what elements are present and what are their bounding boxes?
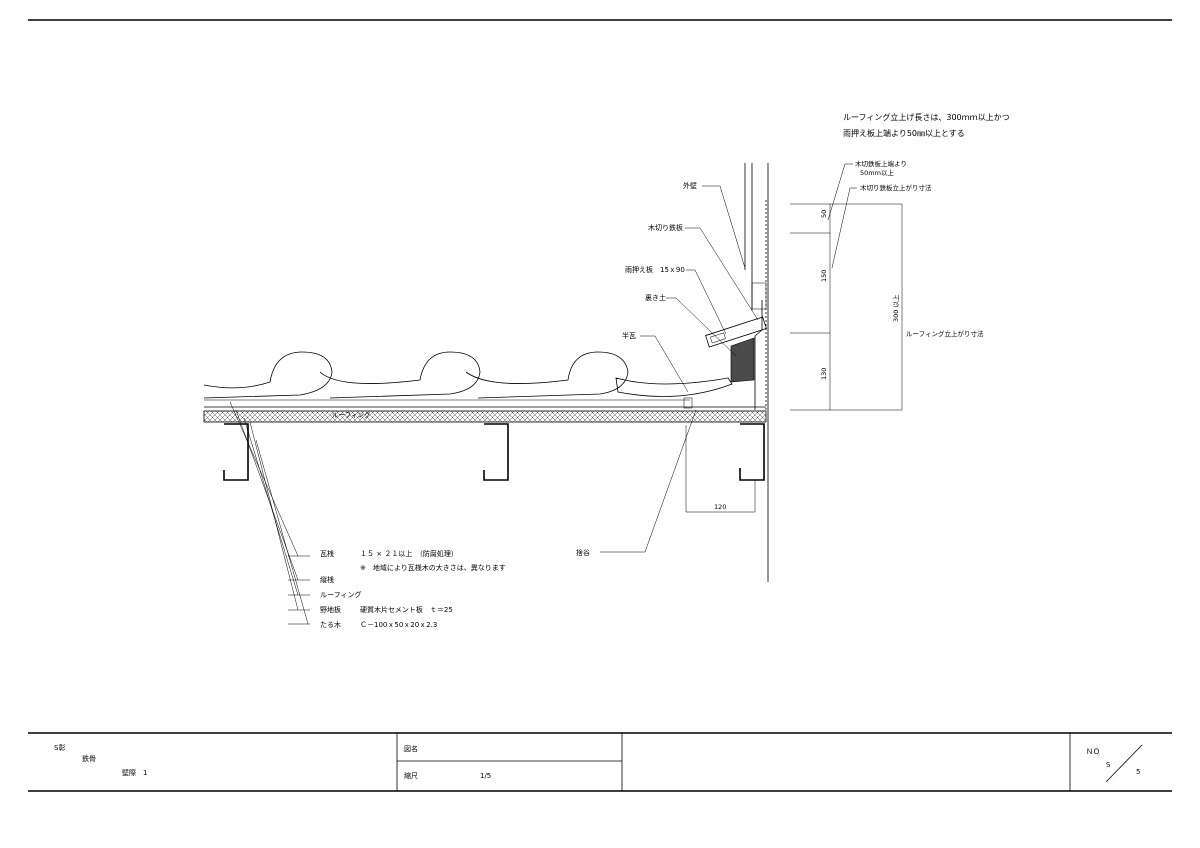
callout-nokigawara: 半瓦 [622,331,636,340]
legend-kawarasan-value: １５ × ２１以上 （防腐処理） [360,549,458,558]
company-line-1: S彰 [54,743,65,752]
no-value: 5 [1136,768,1140,776]
scale-label: 縮尺 [404,771,418,780]
roof-tile-1 [203,351,333,399]
leader-tatesan [235,409,299,581]
leader-kawarasan [229,401,299,557]
legend-roofing-label: ルーフィング [320,590,361,599]
dim-150: 150 [820,270,828,282]
leader-gaiheki [702,185,746,269]
nokigawara-half-tile [615,377,733,397]
callout-nanbando: 裏き土 [645,293,666,302]
callout-kikiri-top-1: 木切鉄板上端より [855,159,907,168]
legend-nojiita-label: 野地板 [320,605,341,614]
callout-sukidai: 捨谷 [576,548,590,557]
legend-tatesan-label: 縦桟 [320,575,334,584]
scale-value: 1/5 [480,772,491,780]
legend-note: ※ 地域により瓦桟木の大きさは、異なります [360,563,506,572]
nanbando-mortar [730,337,755,383]
note-line-2: 雨押え板上端より50㎜以上とする [843,128,965,138]
callout-gaiheki: 外壁 [683,181,697,190]
leader-kikiri-dim [831,187,857,269]
legend-kawarasan-label: 瓦桟 [320,549,334,558]
leader-kikiri [685,227,759,321]
dim-50: 50 [820,210,828,218]
dim-130: 130 [820,368,828,380]
leader-kikiri-top [827,163,853,221]
callout-kikiri-top-2: 50mm以上 [860,168,894,177]
callout-amaosae: 雨押え板 15ｘ90 [625,265,685,274]
legend-nojiita-value: 硬質木片セメント板 ｔ＝25 [360,605,453,614]
leader-amaosae [686,269,727,335]
amaosae-board [705,316,767,348]
leader-roofing [243,417,299,596]
roof-tile-3 [465,351,629,399]
no-s-label: S [1106,761,1111,769]
company-line-3: 壁際 1 [122,768,147,777]
legend-taruki-value: Ｃ－100ｘ50ｘ20ｘ2.3 [360,621,437,629]
company-line-2: 鉄骨 [82,754,96,763]
drawing-name-label: 図名 [404,744,418,753]
taruki-c-channel-3 [739,423,765,481]
leader-taruki [255,439,309,625]
leader-nanbando [666,297,737,357]
roof-tile-2 [319,351,481,399]
callout-kikiri-dim: 木切り鉄板立上がり寸法 [860,183,932,192]
callout-roofing-dim: ルーフィング立上がり寸法 [906,329,984,338]
nojiita-substrate [203,410,767,423]
no-slash-line [1105,744,1143,783]
kikiri-flashing [754,300,763,410]
dim-120: 120 [714,503,726,511]
dim-300: 300 以上 [891,294,900,322]
legend-taruki-label: たる木 [320,620,341,629]
kawarasan-batten [683,397,693,409]
taruki-c-channel-2 [483,423,509,481]
leader-nokigawara [640,335,689,393]
callout-kikiri: 木切り鉄板 [648,223,683,232]
no-label: ＮＯ [1086,748,1100,756]
note-line-1: ルーフィング立上げ長さは、300ｍｍ以上かつ [843,112,1010,122]
wall-base-trim [751,282,767,310]
leader-nojiita [249,421,299,611]
taruki-c-channel-1 [223,423,249,481]
leader-sukidai [600,409,697,553]
roofing-inline-label: ルーフィング [332,410,371,419]
